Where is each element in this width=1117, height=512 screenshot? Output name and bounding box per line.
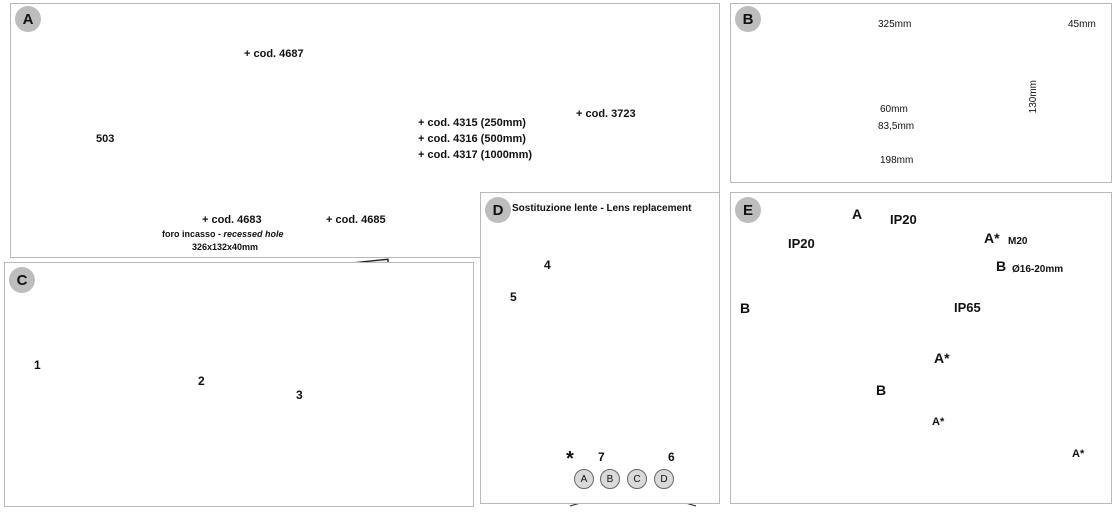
label-cod-4316: + cod. 4316 (500mm)	[418, 133, 526, 145]
dim-198: 198mm	[880, 155, 914, 166]
label-b-left: B	[740, 300, 751, 316]
panel-e-badge: E	[735, 197, 761, 223]
label-b-right: B	[996, 258, 1007, 274]
panel-d-title: Sostituzione lente - Lens replacement	[512, 203, 692, 214]
lens-option-a: A	[574, 469, 594, 489]
label-cod-4683: + cod. 4683	[202, 214, 262, 226]
label-503: 503	[96, 133, 115, 145]
dim-width: 325mm	[878, 19, 912, 30]
step-3: 3	[296, 388, 303, 402]
dim-60: 60mm	[880, 104, 908, 115]
panel-d: D	[480, 192, 720, 504]
panel-a-badge: A	[15, 6, 41, 32]
step-7: 7	[598, 450, 605, 464]
label-cod-4317: + cod. 4317 (1000mm)	[418, 149, 533, 161]
label-cod-4687: + cod. 4687	[244, 48, 304, 60]
label-b-bottom: B	[876, 382, 887, 398]
label-ip65: IP65	[954, 300, 981, 315]
panel-c: C	[4, 262, 474, 507]
step-5: 5	[510, 290, 517, 304]
lens-option-d: D	[654, 469, 674, 489]
panel-d-badge: D	[485, 197, 511, 223]
dim-height: 130mm	[1028, 80, 1039, 113]
label-cod-4315: + cod. 4315 (250mm)	[418, 117, 526, 129]
label-ip20-top: IP20	[890, 212, 917, 227]
recessed-hole-italic: recessed hole	[223, 229, 284, 239]
label-a-star-inset-left: A*	[932, 416, 945, 428]
label-cod-4685: + cod. 4685	[326, 214, 386, 226]
panel-c-badge: C	[9, 267, 35, 293]
recessed-hole-prefix: foro incasso -	[162, 229, 224, 239]
label-cod-3723: + cod. 3723	[576, 108, 636, 120]
label-ip20-left: IP20	[788, 236, 815, 251]
dim-depth: 45mm	[1068, 19, 1096, 30]
step-6: 6	[668, 450, 675, 464]
asterisk-mark: *	[566, 448, 574, 470]
label-a-star-m20: A*	[984, 230, 1000, 246]
dim-83-5: 83,5mm	[878, 121, 915, 132]
label-a-star-inset-right: A*	[1072, 448, 1085, 460]
step-2: 2	[198, 374, 205, 388]
label-recessed-hole: foro incasso - recessed hole	[162, 229, 284, 239]
label-b-size: Ø16-20mm	[1012, 264, 1064, 275]
panel-b-badge: B	[735, 6, 761, 32]
panel-b: B	[730, 3, 1112, 183]
dim-height-text: 130mm	[1028, 80, 1039, 114]
label-e-a: A	[852, 206, 863, 222]
label-m20: M20	[1008, 236, 1028, 247]
lens-option-c: C	[627, 469, 647, 489]
label-a-star-mid: A*	[934, 350, 950, 366]
lens-option-b: B	[600, 469, 620, 489]
panel-e: E	[730, 192, 1112, 504]
step-1: 1	[34, 358, 41, 372]
label-hole-size: 326x132x40mm	[192, 242, 259, 252]
step-4: 4	[544, 258, 551, 272]
